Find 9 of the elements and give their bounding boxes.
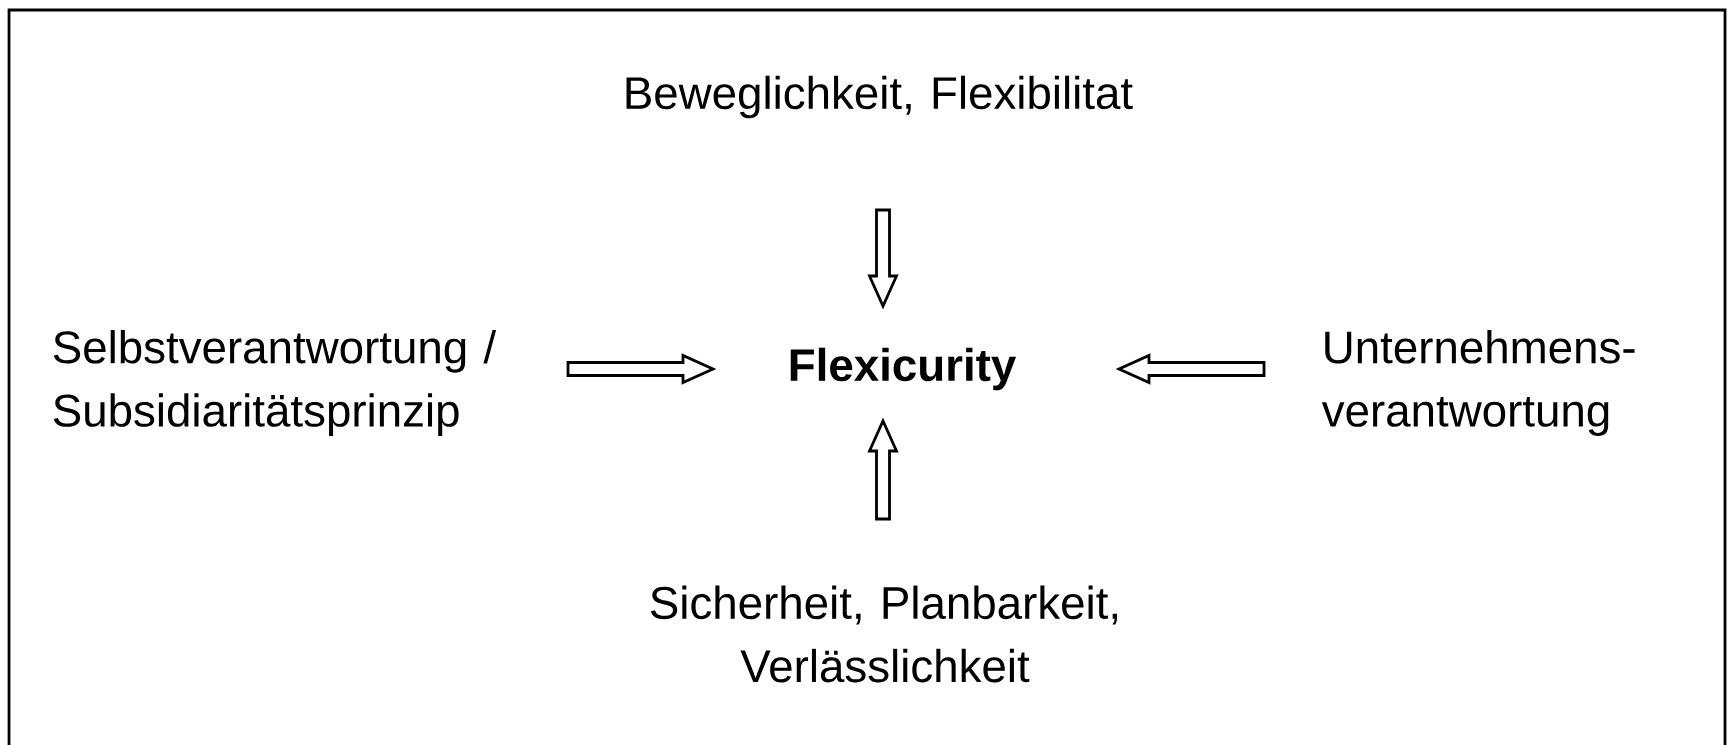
block-arrow [1115,353,1266,385]
block-arrow [867,208,899,310]
text-label: Unternehmens- verantwortung [1321,330,1635,436]
text-label: Sicherheit, Planbarkeit, Verlässlichkeit [650,585,1117,683]
text-label: Selbstverantwortung / Subsidiaritätsprinzip [53,330,497,436]
text-label: Beweglichkeit, Flexibilitat [626,75,1133,119]
center-label: Flexicurity [790,347,1017,391]
block-arrow [566,353,717,385]
block-arrow [867,417,899,521]
